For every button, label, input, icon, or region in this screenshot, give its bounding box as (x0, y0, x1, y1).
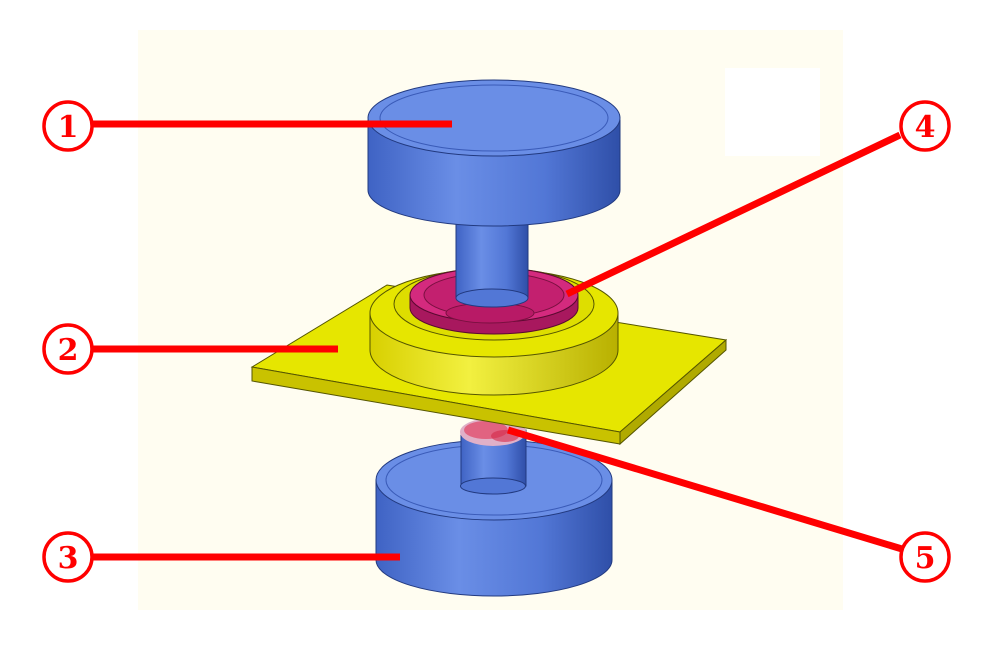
callout-label-1: 1 (58, 110, 79, 145)
callout-2: 2 (42, 323, 94, 375)
callout-label-5: 5 (915, 541, 936, 576)
callout-line-4 (565, 131, 902, 298)
callout-label-3: 3 (58, 541, 79, 576)
callout-label-2: 2 (58, 333, 79, 368)
callout-lines (90, 120, 904, 561)
callout-3: 3 (42, 531, 94, 583)
callout-line-5 (506, 426, 904, 553)
background-notch (725, 68, 820, 156)
callout-1: 1 (42, 100, 94, 152)
callout-5: 5 (899, 531, 951, 583)
callout-label-4: 4 (915, 110, 936, 145)
callout-4: 4 (899, 100, 951, 152)
upper-electrode (367, 79, 621, 227)
